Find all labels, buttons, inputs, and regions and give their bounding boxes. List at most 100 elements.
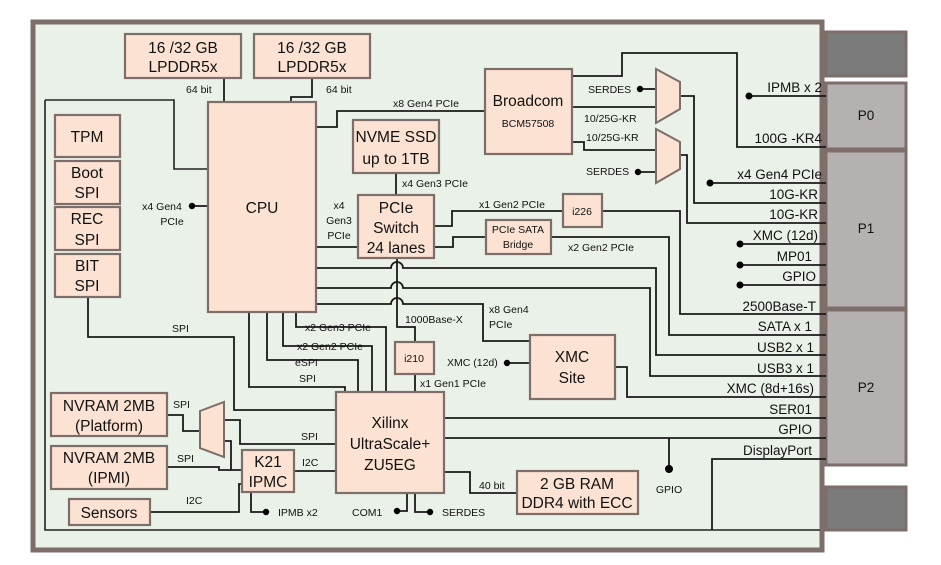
bit-spi-line2: SPI	[75, 278, 100, 295]
block-xmc-site[interactable]: XMC Site	[528, 333, 617, 401]
label-ram-bus: 40 bit	[479, 480, 505, 492]
pin-label: 100G -KR4	[754, 131, 822, 146]
block-nvram-platform[interactable]: NVRAM 2MB (Platform)	[49, 391, 169, 438]
label-cpu-switch-2: Gen3	[326, 215, 352, 227]
nvram-platform-line2: (Platform)	[75, 418, 143, 435]
block-lpddr-left[interactable]: 16 /32 GB LPDDR5x	[123, 32, 243, 80]
block-broadcom[interactable]: Broadcom BCM57508	[483, 67, 574, 156]
wire-lpddr-right	[290, 79, 313, 102]
bit-spi-line1: BIT	[75, 258, 100, 275]
label-base-x: 1000Base-X	[405, 314, 463, 326]
xilinx-line1: Xilinx	[371, 415, 408, 432]
sata-bridge-line1: PCIe SATA	[492, 224, 544, 236]
label-cpu-switch-3: PCIe	[327, 230, 351, 242]
wire-nvram-ipmi-k21	[167, 466, 242, 471]
pin-label: 10G-KR	[769, 187, 818, 202]
wire-cpu-xmc	[317, 297, 530, 342]
block-boot-spi[interactable]: Boot SPI	[53, 159, 122, 206]
wire-switch-bridge	[434, 236, 486, 248]
label-serdes-top: SERDES	[588, 84, 631, 96]
sata-bridge-line2: Bridge	[503, 239, 534, 251]
wire-cpu-usb2	[317, 261, 826, 356]
label-serdes-bottom: SERDES	[586, 166, 629, 178]
mux-bottom	[655, 127, 681, 185]
i210-label: i210	[404, 353, 424, 365]
block-pcie-switch[interactable]: PCIe Switch 24 lanes	[356, 193, 436, 260]
label-spi-nvram-platform: SPI	[173, 399, 190, 411]
connector-top-keying	[824, 30, 908, 78]
wire-sensors-k21	[150, 483, 242, 513]
pin-label: XMC (8d+16s)	[727, 381, 814, 396]
pin-label: XMC (12d)	[753, 228, 818, 243]
block-nvme-ssd[interactable]: NVME SSD up to 1TB	[351, 118, 441, 175]
pin-label: SATA x 1	[758, 319, 812, 334]
i226-label: i226	[572, 206, 592, 218]
connector-p2[interactable]	[824, 308, 908, 467]
xilinx-line3: ZU5EG	[364, 457, 416, 474]
switch-line3: 24 lanes	[367, 240, 426, 257]
terminal-dot	[188, 202, 196, 210]
label-cpu-broadcom: x8 Gen4 PCIe	[393, 98, 459, 110]
pin-label: 10G-KR	[769, 207, 818, 222]
label-bridge-out: x2 Gen2 PCIe	[568, 242, 634, 254]
wire-nvram-platform-mux	[167, 414, 200, 432]
k21-line2: IPMC	[249, 474, 288, 491]
block-bit-spi[interactable]: BIT SPI	[53, 252, 122, 299]
switch-line1: PCIe	[379, 200, 413, 217]
xmc-site-line2: Site	[559, 370, 586, 387]
block-sata-bridge[interactable]: PCIe SATA Bridge	[484, 218, 553, 256]
block-k21-ipmc[interactable]: K21 IPMC	[240, 448, 296, 494]
block-rec-spi[interactable]: REC SPI	[53, 205, 122, 252]
lpddr-right-line2: LPDDR5x	[278, 59, 347, 76]
wire-x2-gen2	[282, 313, 373, 392]
terminal-dot	[262, 508, 270, 516]
wire-bit-spi	[87, 298, 336, 411]
block-nvram-ipmi[interactable]: NVRAM 2MB (IPMI)	[49, 444, 169, 491]
wire-displayport	[711, 458, 826, 530]
block-xilinx-fpga[interactable]: Xilinx UltraScale+ ZU5EG	[334, 390, 446, 495]
mux-spi	[199, 400, 225, 459]
wire-espi	[266, 313, 359, 392]
label-i210-pcie: x1 Gen1 PCIe	[420, 378, 486, 390]
terminal-dot	[393, 507, 401, 515]
wire-mux-fpga	[224, 419, 336, 445]
terminal-dot	[736, 261, 744, 269]
connector-p1[interactable]	[824, 149, 908, 310]
wire-com1	[397, 494, 408, 512]
rec-spi-line2: SPI	[75, 232, 100, 249]
block-ram[interactable]: 2 GB RAM DDR4 with ECC	[515, 469, 640, 516]
pin-label: USB3 x 1	[757, 361, 814, 376]
pin-label: USB2 x 1	[757, 340, 814, 355]
connector-p2-label: P2	[858, 380, 875, 395]
xmc-site-line1: XMC	[555, 349, 589, 366]
terminal-dot	[665, 465, 673, 473]
wire-broadcom-kr-bottom	[572, 141, 656, 151]
block-tpm[interactable]: TPM	[53, 113, 122, 159]
connector-p0[interactable]	[824, 81, 908, 151]
label-spi-mux-fpga: SPI	[301, 431, 318, 443]
nvme-line1: NVME SSD	[356, 129, 437, 146]
tpm-label: TPM	[71, 129, 104, 146]
block-lpddr-right[interactable]: 16 /32 GB LPDDR5x	[252, 32, 372, 80]
connector-p0-label: P0	[858, 108, 875, 123]
block-sensors[interactable]: Sensors	[67, 497, 152, 527]
pin-label: SER01	[769, 402, 812, 417]
block-i210[interactable]: i210	[393, 340, 436, 376]
label-xmc-12d: XMC (12d)	[447, 357, 498, 369]
wire-mux2-10g-kr	[680, 154, 826, 224]
wire-cpu-usb3	[317, 281, 826, 377]
label-kr-bottom: 10/25G-KR	[586, 132, 639, 144]
terminal-dot	[634, 168, 642, 176]
nvram-ipmi-line2: (IPMI)	[88, 470, 130, 487]
wire-mux1-10g-kr	[680, 95, 826, 204]
block-i226[interactable]: i226	[561, 192, 604, 229]
terminal-dot	[426, 508, 434, 516]
block-cpu[interactable]: CPU	[206, 100, 318, 314]
nvram-ipmi-line1: NVRAM 2MB	[63, 450, 155, 467]
lpddr-left-line1: 16 /32 GB	[148, 40, 218, 57]
wire-bridge-sata	[551, 236, 826, 336]
terminal-dot	[706, 179, 714, 187]
boot-spi-line1: Boot	[71, 165, 104, 182]
boot-spi-line2: SPI	[75, 185, 100, 202]
ram-line1: 2 GB RAM	[540, 476, 614, 493]
